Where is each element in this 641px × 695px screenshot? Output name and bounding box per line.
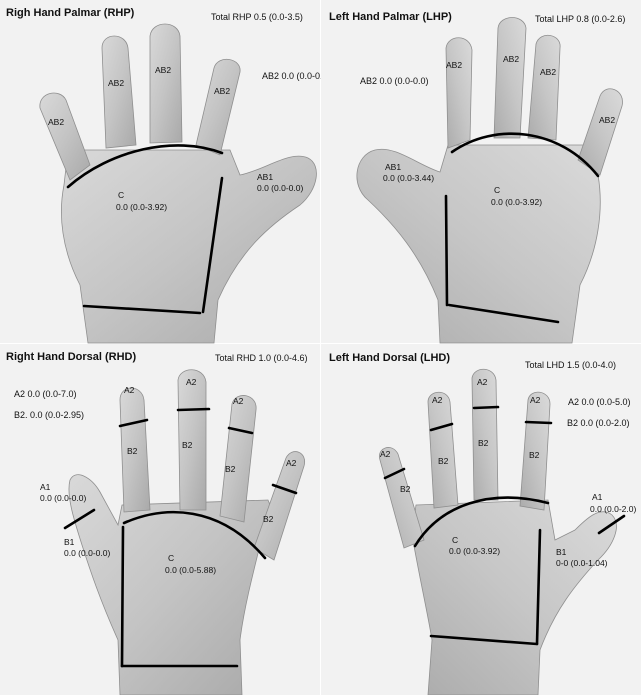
lhd-title: Left Hand Dorsal (LHD) (329, 352, 450, 364)
lhd-index-a2-label: A2 (530, 395, 541, 405)
lhp-total: Total LHP 0.8 (0.0-2.6) (535, 14, 625, 24)
lhd-c-label: C (452, 535, 458, 545)
rhd-ring-a2-label: A2 (233, 396, 244, 406)
rhd-a1-label: A1 (40, 482, 51, 492)
lhp-ab2-stat: AB2 0.0 (0.0-0.0) (360, 76, 429, 86)
rhp-c-label: C (118, 190, 124, 200)
panel-rhd: Right Hand Dorsal (RHD) Total RHD 1.0 (0… (0, 344, 320, 695)
lhp-ab1-label: AB1 (385, 162, 401, 172)
rhd-a2-stat: A2 0.0 (0.0-7.0) (14, 389, 77, 399)
hand-lhd-middle (472, 369, 498, 500)
rhd-b2-stat: B2. 0.0 (0.0-2.95) (14, 410, 84, 420)
lhd-b1-label: B1 (556, 547, 567, 557)
lhp-index-label: AB2 (446, 60, 462, 70)
lhp-ab1-value: 0.0 (0.0-3.44) (383, 173, 434, 183)
lhd-index-joint-line (526, 422, 551, 423)
rhd-c-value: 0.0 (0.0-5.88) (165, 565, 216, 575)
lhp-thumb-line (446, 196, 447, 305)
rhp-ab1-label: AB1 (257, 172, 273, 182)
lhd-middle-joint-line (474, 407, 498, 408)
rhp-total: Total RHP 0.5 (0.0-3.5) (211, 12, 303, 22)
hand-lhp-middle (494, 18, 526, 139)
lhd-a1-label: A1 (592, 492, 603, 502)
rhp-c-value: 0.0 (0.0-3.92) (116, 202, 167, 212)
lhd-b2-stat: B2 0.0 (0.0-2.0) (567, 418, 630, 428)
lhd-c-value: 0.0 (0.0-3.92) (449, 546, 500, 556)
rhp-ab1-value: 0.0 (0.0-0.0) (257, 183, 303, 193)
lhp-pinky-label: AB2 (599, 115, 615, 125)
rhp-ab2-stat: AB2 0.0 (0.0-0.0) (262, 71, 331, 81)
panel-lhp: Left Hand Palmar (LHP) Total LHP 0.8 (0.… (321, 0, 641, 343)
rhd-title: Right Hand Dorsal (RHD) (6, 351, 137, 363)
rhd-pinky-b2-label: B2 (263, 514, 274, 524)
rhd-middle-b2-label: B2 (182, 440, 193, 450)
hand-rhp-middle (150, 24, 182, 143)
lhd-middle-a2-label: A2 (477, 377, 488, 387)
lhd-ring-a2-label: A2 (432, 395, 443, 405)
rhd-middle-joint-line (178, 409, 209, 410)
rhd-pinky-a2-label: A2 (286, 458, 297, 468)
rhp-pinky-label: AB2 (48, 117, 64, 127)
rhd-total: Total RHD 1.0 (0.0-4.6) (215, 353, 308, 363)
lhd-pinky-b2-label: B2 (400, 484, 411, 494)
lhd-ring-b2-label: B2 (438, 456, 449, 466)
lhd-a2-stat: A2 0.0 (0.0-5.0) (568, 397, 631, 407)
lhd-pinky-a2-label: A2 (380, 449, 391, 459)
rhd-b1-value: 0.0 (0.0-0.0) (64, 548, 110, 558)
lhd-index-b2-label: B2 (529, 450, 540, 460)
panel-rhp: Righ Hand Palmar (RHP) Total RHP 0.5 (0.… (0, 0, 331, 343)
rhd-ring-b2-label: B2 (225, 464, 236, 474)
rhp-ring-label: AB2 (108, 78, 124, 88)
rhd-c-label: C (168, 553, 174, 563)
rhd-b1-label: B1 (64, 537, 75, 547)
lhp-ring-label: AB2 (540, 67, 556, 77)
rhd-middle-a2-label: A2 (186, 377, 197, 387)
rhp-index-label: AB2 (214, 86, 230, 96)
lhd-middle-b2-label: B2 (478, 438, 489, 448)
lhp-c-label: C (494, 185, 500, 195)
lhd-a1-value: 0.0 (0.0-2.0) (590, 504, 636, 514)
lhd-b1-value: 0-0 (0.0-1.04) (556, 558, 608, 568)
rhd-index-a2-label: A2 (124, 385, 135, 395)
rhd-a1-value: 0.0 (0.0-0.0) (40, 493, 86, 503)
rhp-title: Righ Hand Palmar (RHP) (6, 7, 135, 19)
lhp-c-value: 0.0 (0.0-3.92) (491, 197, 542, 207)
hand-lhp-index (446, 38, 472, 148)
rhd-index-b2-label: B2 (127, 446, 138, 456)
rhp-middle-label: AB2 (155, 65, 171, 75)
lhp-middle-label: AB2 (503, 54, 519, 64)
panel-lhd: Left Hand Dorsal (LHD) Total LHD 1.5 (0.… (321, 344, 641, 695)
lhd-total: Total LHD 1.5 (0.0-4.0) (525, 360, 616, 370)
lhp-title: Left Hand Palmar (LHP) (329, 11, 452, 23)
rhd-thumb-line (122, 527, 123, 666)
